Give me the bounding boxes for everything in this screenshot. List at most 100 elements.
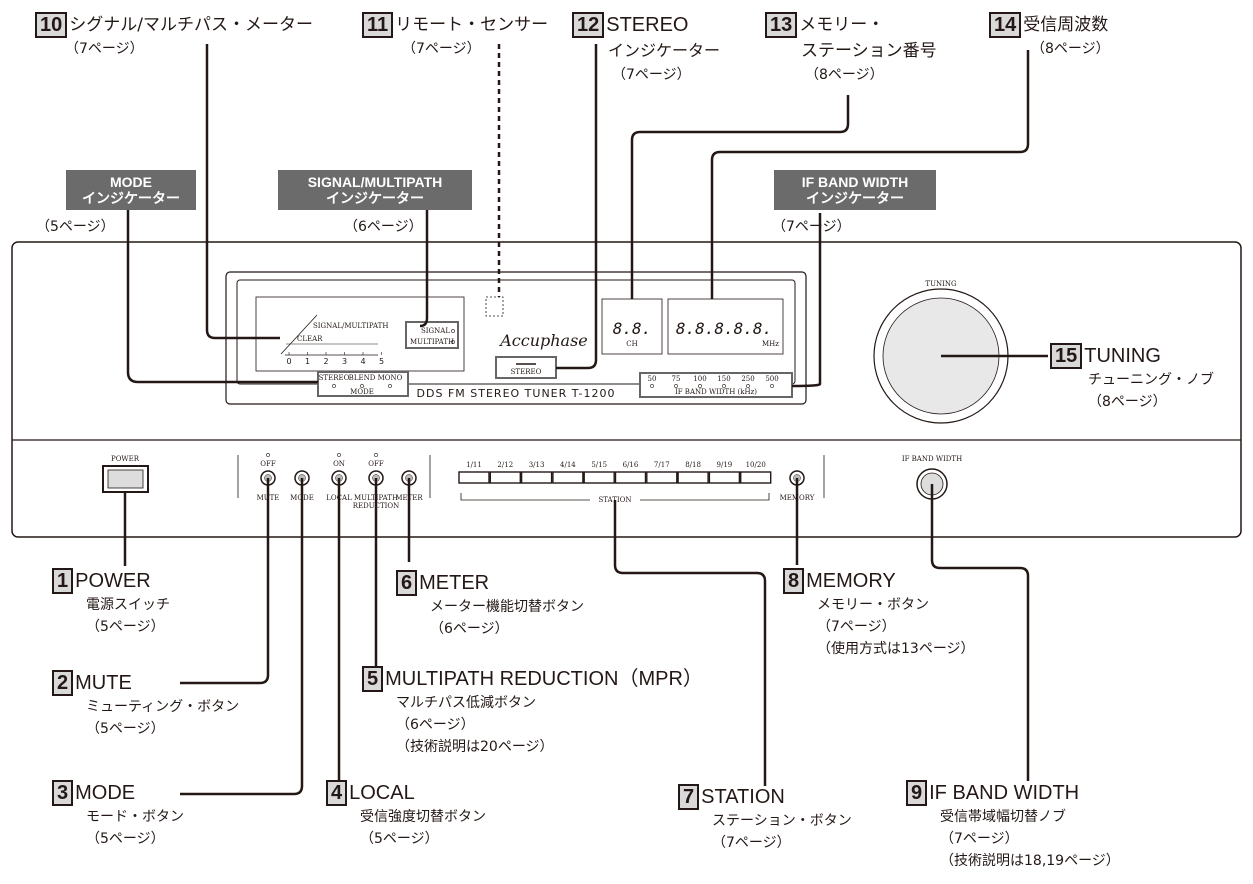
ch-label: CH <box>626 340 637 348</box>
station-button[interactable] <box>458 471 490 484</box>
stereo-label: STEREO <box>511 368 542 376</box>
callout-10-page: （7ページ） <box>65 41 144 57</box>
station-button[interactable] <box>677 471 709 484</box>
button-status-label: OFF <box>368 460 384 468</box>
mode-caption: MODE <box>350 388 374 396</box>
callout-14-page: （8ページ） <box>1031 41 1110 57</box>
meter-clear: CLEAR <box>297 335 323 343</box>
multipath-led <box>451 340 455 344</box>
meter-scale-label: 5 <box>379 357 384 366</box>
signal-indicator-line1: SIGNAL/MULTIPATH <box>307 174 443 190</box>
callout-13-sub: ステーション番号 <box>801 41 937 61</box>
callout-9-page: （7ページ） <box>940 831 1019 847</box>
station-button[interactable] <box>583 471 615 484</box>
callout-12-sub: インジケーター <box>608 41 721 60</box>
signal-indicator-box: SIGNAL/MULTIPATH インジケーター <box>278 170 472 210</box>
callout-2-title: MUTE <box>75 672 132 694</box>
mode-indicator-box: MODE インジケーター <box>66 170 196 210</box>
ifbw-knob-label: IF BAND WIDTH <box>902 455 962 463</box>
callout-12-title: STEREO <box>606 14 689 36</box>
ifbw-led <box>770 384 774 388</box>
callout-3-page: （5ページ） <box>86 831 165 847</box>
model-name: DDS FM STEREO TUNER T-1200 <box>417 387 616 400</box>
callout-7-title: STATION <box>701 786 785 808</box>
callout-1-title: POWER <box>75 570 151 592</box>
button-status-label: OFF <box>260 460 276 468</box>
station-button[interactable] <box>708 471 741 484</box>
callout-3-number: 3 <box>52 780 74 806</box>
callout-15-number: 15 <box>1050 343 1083 369</box>
ifbw-led-box <box>639 372 793 398</box>
callout-15-page: （8ページ） <box>1088 394 1167 410</box>
callout-5-page: （6ページ） <box>396 717 475 733</box>
station-button-label: 10/20 <box>746 461 766 469</box>
button-status-label: ON <box>333 460 345 468</box>
callout-6-number: 6 <box>396 570 418 596</box>
callout-1-page: （5ページ） <box>86 619 165 635</box>
meter-scale-label: 3 <box>342 357 347 366</box>
ifbw-led-label: 50 <box>648 375 657 383</box>
ifbw-led-label: 500 <box>765 375 778 383</box>
tuning-label: TUNING <box>925 280 957 288</box>
mode-led-label: STEREO <box>319 374 350 382</box>
callout-3-sub: モード・ボタン <box>86 809 184 825</box>
callout-8-title: MEMORY <box>806 570 896 592</box>
station-button-label: 1/11 <box>466 461 482 469</box>
station-button[interactable] <box>740 471 772 484</box>
callout-9-number: 9 <box>906 780 928 806</box>
callout-5-title: MULTIPATH REDUCTION（MPR） <box>385 668 703 690</box>
callout-14-number: 14 <box>989 12 1022 38</box>
mode-indicator-line1: MODE <box>110 174 152 190</box>
ifbw-led <box>674 384 678 388</box>
mode-led-label: MONO <box>378 374 403 382</box>
freq-unit: MHz <box>762 340 779 348</box>
station-button[interactable] <box>552 471 584 484</box>
ch-display: 8.8. <box>613 319 652 338</box>
callout-1-number: 1 <box>52 568 74 594</box>
ifbw-indicator-page: （7ページ） <box>772 219 851 235</box>
station-button-label: 7/17 <box>654 461 670 469</box>
mode-led-label: BLEND <box>349 374 376 382</box>
station-button-label: 5/15 <box>591 461 607 469</box>
callout-9-title: IF BAND WIDTH <box>929 782 1080 804</box>
station-button-label: 8/18 <box>685 461 701 469</box>
station-button[interactable] <box>520 471 553 484</box>
callout-9-tech-page: （技術説明は18,19ページ） <box>940 853 1120 869</box>
ifbw-caption: IF BAND WIDTH (kHz) <box>675 388 757 396</box>
callout-8-page: （7ページ） <box>817 619 896 635</box>
station-button[interactable] <box>646 471 678 484</box>
brand-logo: Accuphase <box>498 331 588 350</box>
button-status-led <box>337 453 341 457</box>
station-button[interactable] <box>489 471 521 484</box>
callout-10-title: シグナル/マルチパス・メーター <box>69 15 313 35</box>
station-button[interactable] <box>614 471 647 484</box>
callout-5-number: 5 <box>362 666 384 692</box>
meter-scale-label: 2 <box>323 357 328 366</box>
callout-2-page: （5ページ） <box>86 721 165 737</box>
meter-scale-label: 4 <box>360 357 365 366</box>
callout-7-number: 7 <box>678 784 700 810</box>
station-button-label: 4/14 <box>560 461 576 469</box>
callout-7-page: （7ページ） <box>712 835 791 851</box>
freq-display-box <box>667 298 784 355</box>
ifbw-led <box>650 384 654 388</box>
callout-2-sub: ミューティング・ボタン <box>86 699 240 715</box>
button-status-led <box>374 453 378 457</box>
button-status-led <box>266 453 270 457</box>
mode-led-box <box>317 371 409 397</box>
ifbw-indicator-box: IF BAND WIDTH インジケーター <box>774 170 936 210</box>
signal-indicator-line2: インジケーター <box>326 190 424 206</box>
